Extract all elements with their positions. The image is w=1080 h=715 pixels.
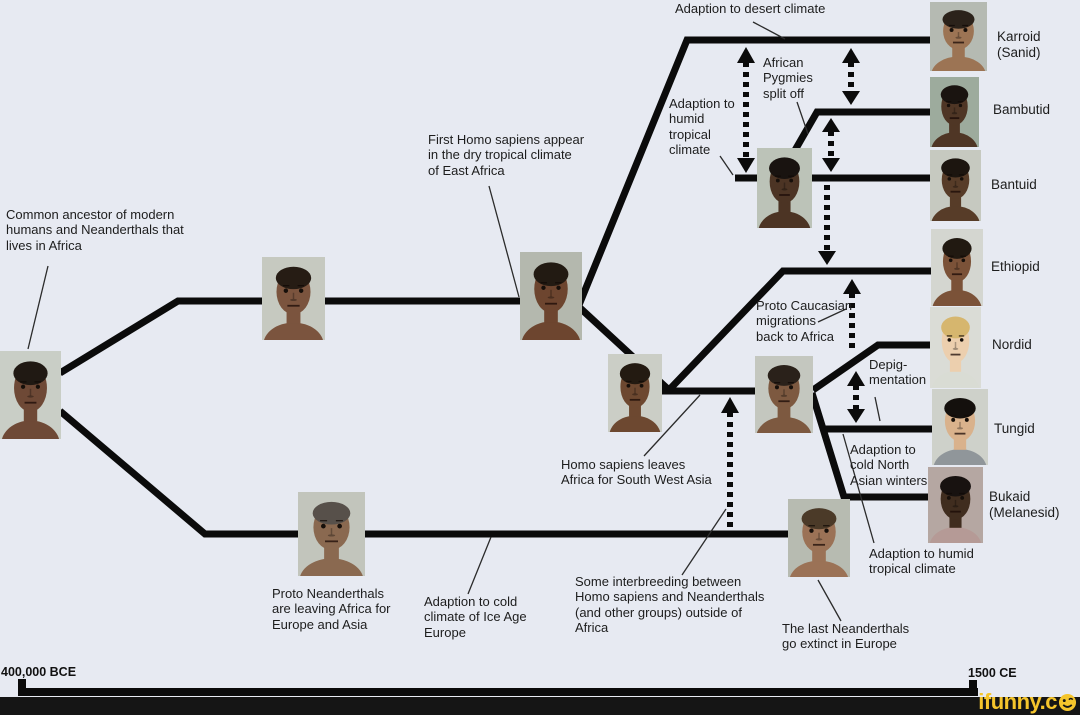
annotation-depigmentation: Depig- mentation [869, 357, 927, 388]
taxon-label-nordid: Nordid [992, 337, 1032, 352]
portrait-first-homo-sapiens [520, 252, 582, 370]
ifunny-watermark-text: ifunny.c [978, 689, 1057, 714]
timeline-bar [18, 679, 978, 696]
ifunny-watermark: ifunny.c [978, 691, 1077, 713]
annotation-proto-neanderthals: Proto Neanderthals are leaving Africa fo… [272, 586, 391, 632]
annotation-african-pygmies: African Pygmies split off [763, 55, 813, 101]
portrait-karroid [930, 2, 987, 94]
taxon-label-bukaid: Bukaid (Melanesid) [989, 489, 1060, 520]
annotation-ice-age-europe: Adaption to cold climate of Ice Age Euro… [424, 594, 527, 640]
annotation-first-homo-sapiens: First Homo sapiens appear in the dry tro… [428, 132, 585, 178]
taxon-label-ethiopid: Ethiopid [991, 259, 1040, 274]
taxon-label-bambutid: Bambutid [993, 102, 1051, 117]
timeline-end-label: 1500 CE [968, 666, 1017, 680]
portrait-out-of-africa [608, 354, 662, 458]
portrait-last-neanderthal [788, 499, 850, 603]
annotation-humid-tropical-upper: Adaption to humid tropical climate [669, 96, 735, 158]
annotation-common-ancestor: Common ancestor of modern humans and Nea… [6, 207, 184, 253]
portrait-nordid [930, 307, 981, 415]
lineage-lines [57, 36, 932, 538]
annotation-humid-tropical-lower: Adaption to humid tropical climate [869, 546, 974, 577]
annotation-last-neanderthals: The last Neanderthals go extinct in Euro… [782, 621, 910, 652]
annotation-proto-caucasian: Proto Caucasian migrations back to Afric… [756, 298, 853, 344]
gene-flow-arrows [721, 47, 865, 528]
portrait-common-ancestor [0, 351, 61, 469]
leader-lines [27, 21, 881, 622]
portrait-early-homo-sapiens [262, 257, 325, 368]
portrait-proto-neanderthal [298, 492, 365, 604]
portrait-humid-tropical-african [757, 148, 812, 255]
portrait-bantuid [930, 150, 981, 245]
timeline-start-label: 400,000 BCE [1, 665, 77, 679]
portrait-bukaid [928, 467, 983, 569]
portrait-ethiopid [931, 229, 983, 332]
taxon-label-bantuid: Bantuid [991, 177, 1037, 192]
annotation-interbreeding: Some interbreeding between Homo sapiens … [575, 574, 765, 636]
taxon-label-tungid: Tungid [994, 421, 1035, 436]
portrait-proto-caucasian [755, 356, 813, 459]
bottom-band [0, 697, 1080, 715]
taxon-label-karroid: Karroid (Sanid) [997, 29, 1041, 60]
annotation-cold-north-asia: Adaption to cold North Asian winters [850, 442, 928, 488]
portrait-bambutid [930, 77, 979, 171]
annotation-leaves-africa: Homo sapiens leaves Africa for South Wes… [561, 457, 712, 488]
annotation-desert-climate: Adaption to desert climate [675, 1, 826, 16]
smiley-icon [1058, 693, 1077, 712]
portrait-tungid [932, 389, 988, 491]
